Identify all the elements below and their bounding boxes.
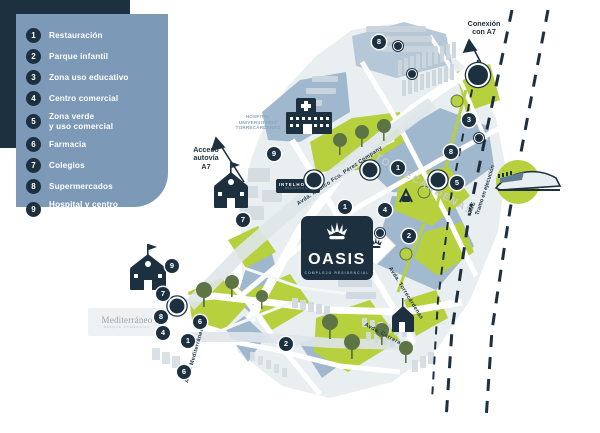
legend-badge-3: 3 [26, 70, 41, 85]
junction-node-north2[interactable] [407, 69, 417, 79]
school-building-icon-left [130, 244, 166, 290]
legend-label-3: Zona uso educativo [49, 72, 129, 82]
legend-badge-7: 7 [26, 158, 41, 173]
label-hospital: HOSPITAL UNIVERSITARIO TORRECÁRDENAS [235, 114, 281, 131]
legend-item-3[interactable]: 3 Zona uso educativo [26, 70, 129, 85]
junction-node-a7[interactable] [466, 63, 490, 87]
legend-label-1: Restauración [49, 30, 103, 40]
map-marker-2-a[interactable]: 2 [402, 229, 416, 243]
legend-label-2: Parque infantil [49, 51, 109, 61]
map-marker-8-b[interactable]: 8 [444, 145, 458, 159]
mediterraneo-name: Mediterráneo [101, 315, 153, 325]
label-access-a7: Acceso autovía A7 [193, 145, 219, 171]
map-marker-6-a[interactable]: 6 [193, 315, 207, 329]
legend-label-4: Centro comercial [49, 93, 119, 103]
high-speed-train-icon [494, 160, 562, 204]
legend-badge-6: 6 [26, 137, 41, 152]
map-marker-7-a[interactable]: 7 [236, 213, 250, 227]
oasis-brand-name: OASIS [308, 251, 366, 268]
junction-node-west[interactable] [304, 170, 324, 190]
map-marker-1-c[interactable]: 1 [181, 334, 195, 348]
school-building-icon-top [214, 162, 248, 208]
map-marker-5-a[interactable]: 5 [450, 176, 464, 190]
map-marker-1-b[interactable]: 1 [338, 200, 352, 214]
oasis-brand-subtitle: COMPLEJO RESIDENCIAL [304, 271, 370, 275]
map-marker-9-a[interactable]: 9 [267, 147, 281, 161]
label-connection-a7: Conexión con A7 [467, 19, 501, 37]
legend-label-6: Farmacia [49, 139, 87, 149]
legend-label-7: Colegios [49, 160, 85, 170]
legend-item-1[interactable]: 1 Restauración [26, 28, 103, 43]
map-marker-4-a[interactable]: 4 [378, 203, 392, 217]
legend-item-2[interactable]: 2 Parque infantil [26, 49, 108, 64]
junction-node-north[interactable] [393, 41, 403, 51]
map-marker-2-b[interactable]: 2 [279, 337, 293, 351]
trees [196, 94, 464, 363]
junction-node-south[interactable] [375, 228, 385, 238]
junction-node-east2[interactable] [474, 133, 484, 143]
legend-badge-5: 5 [26, 114, 41, 129]
legend-label-8: Supermercados [49, 181, 113, 191]
mediterraneo-subtitle: PARQUE COMERCIAL [103, 325, 151, 329]
hospital-building-icon [286, 98, 332, 134]
map-marker-8-c[interactable]: 8 [154, 310, 168, 324]
junction-node-mediterraneo[interactable] [167, 296, 187, 316]
school-building-icon-right [392, 298, 414, 332]
legend-badge-2: 2 [26, 49, 41, 64]
map-marker-3-a[interactable]: 3 [462, 113, 476, 127]
building-blocks [152, 26, 456, 377]
playground-icon [399, 187, 413, 203]
legend-item-7[interactable]: 7 Colegios [26, 158, 85, 173]
map-marker-7-b[interactable]: 7 [156, 287, 170, 301]
oasis-palm-icon [324, 221, 350, 248]
legend-panel [16, 14, 168, 207]
intelhorce-name: INTELHORCE [278, 182, 318, 187]
legend-list: 1 Restauración 2 Parque infantil 3 Zona … [16, 14, 168, 219]
junction-node-east[interactable] [428, 170, 448, 190]
legend-item-9[interactable]: 9 Hospital y centro de salud [26, 200, 118, 219]
legend-badge-4: 4 [26, 91, 41, 106]
legend-badge-1: 1 [26, 28, 41, 43]
intelhorce-subtitle: RESIDENCIAL [284, 187, 312, 190]
legend-item-4[interactable]: 4 Centro comercial [26, 91, 118, 106]
ave-rail-lines [444, 9, 550, 421]
legend-item-8[interactable]: 8 Supermercados [26, 179, 113, 194]
map-marker-4-b[interactable]: 4 [156, 326, 170, 340]
junction-node-center[interactable] [360, 160, 380, 180]
map-marker-8-a[interactable]: 8 [372, 35, 386, 49]
map-marker-1-a[interactable]: 1 [391, 161, 405, 175]
brand-chip-mediterraneo[interactable]: Mediterráneo PARQUE COMERCIAL [88, 308, 166, 336]
legend-badge-9: 9 [26, 202, 41, 217]
map-marker-9-b[interactable]: 9 [165, 259, 179, 273]
legend-label-5: Zona verde y uso comercial [49, 112, 114, 131]
map-marker-6-b[interactable]: 6 [177, 365, 191, 379]
legend-badge-8: 8 [26, 179, 41, 194]
direction-arrow-icon-a7-left [210, 136, 245, 183]
legend-label-9: Hospital y centro de salud [49, 200, 118, 219]
legend-item-6[interactable]: 6 Farmacia [26, 137, 86, 152]
oasis-logo-card[interactable]: OASIS COMPLEJO RESIDENCIAL [301, 216, 373, 280]
legend-item-5[interactable]: 5 Zona verde y uso comercial [26, 112, 113, 131]
